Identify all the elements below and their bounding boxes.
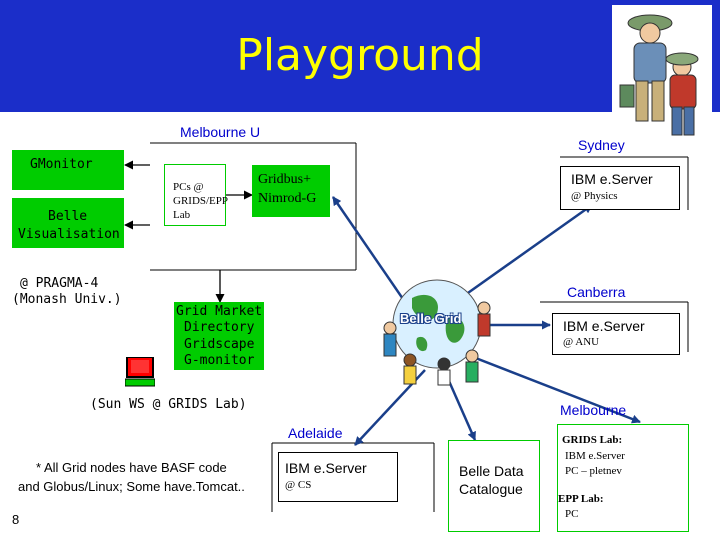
pcs-line1: PCs @ [173, 181, 204, 193]
melbourne-grids-line2: IBM e.Server [565, 450, 625, 462]
monash-line2: (Monash Univ.) [12, 292, 122, 307]
footnote-line1: * All Grid nodes have BASF code [36, 460, 227, 475]
gridbus-node [252, 165, 330, 217]
monash-line1: @ PRAGMA-4 [20, 276, 99, 291]
gmonitor-node [12, 150, 124, 190]
sydney-server-sub: @ Physics [571, 190, 618, 202]
adelaide-label: Adelaide [288, 425, 343, 441]
pcs-node [164, 164, 226, 226]
adelaide-server-node [278, 452, 398, 502]
sydney-label: Sydney [578, 137, 625, 153]
belle-data-line1: Belle Data [459, 463, 524, 479]
adelaide-server-title: IBM e.Server [285, 460, 367, 476]
sydney-server-title: IBM e.Server [571, 171, 653, 187]
melbourne-label: Melbourne [560, 402, 627, 418]
canberra-label: Canberra [567, 284, 626, 300]
belle-grid-label: Belle Grid [400, 311, 462, 326]
canberra-server-sub: @ ANU [563, 336, 600, 348]
belle-visualisation-node [12, 198, 124, 248]
belle-data-catalogue-node [448, 440, 540, 532]
header-bar [0, 0, 720, 112]
grid-market-line2: Directory [184, 320, 255, 335]
gmonitor-label: GMonitor [30, 157, 93, 172]
explorers-illustration [612, 5, 712, 143]
melbourne-grids-line5: PC [565, 508, 579, 520]
belle-visualisation-line2: Visualisation [18, 227, 120, 242]
grid-market-line3: Gridscape [184, 337, 255, 352]
sun-workstation-icon [125, 357, 155, 387]
sydney-server-node [560, 166, 680, 210]
belle-grid-globe [383, 279, 491, 386]
sun-ws-label: (Sun WS @ GRIDS Lab) [90, 397, 247, 412]
footnote-line2: and Globus/Linux; Some have.Tomcat.. [18, 479, 245, 494]
grid-market-line4: G-monitor [184, 353, 255, 368]
canberra-server-title: IBM e.Server [563, 318, 645, 334]
melbourne-grids-node [557, 424, 689, 532]
grid-market-node [174, 302, 264, 370]
belle-data-line2: Catalogue [459, 481, 523, 497]
belle-visualisation-line1: Belle [48, 209, 88, 224]
adelaide-server-sub: @ CS [285, 479, 312, 491]
pcs-line2: GRIDS/EPP [173, 195, 229, 207]
slide-title: Playground [236, 30, 484, 81]
page-number: 8 [12, 512, 20, 527]
melbourne-grids-line4: EPP Lab: [558, 493, 604, 505]
canberra-server-node [552, 313, 680, 355]
melbourne-grids-line1: GRIDS Lab: [562, 434, 623, 446]
melbourne-grids-line3: PC – pletnev [565, 465, 622, 477]
grid-market-line1: Grid Market [176, 304, 263, 319]
pcs-line3: Lab [173, 209, 191, 221]
gridbus-line2: Nimrod-G [258, 191, 317, 206]
gridbus-line1: Gridbus+ [258, 172, 312, 187]
melbourne-u-label: Melbourne U [180, 124, 261, 140]
